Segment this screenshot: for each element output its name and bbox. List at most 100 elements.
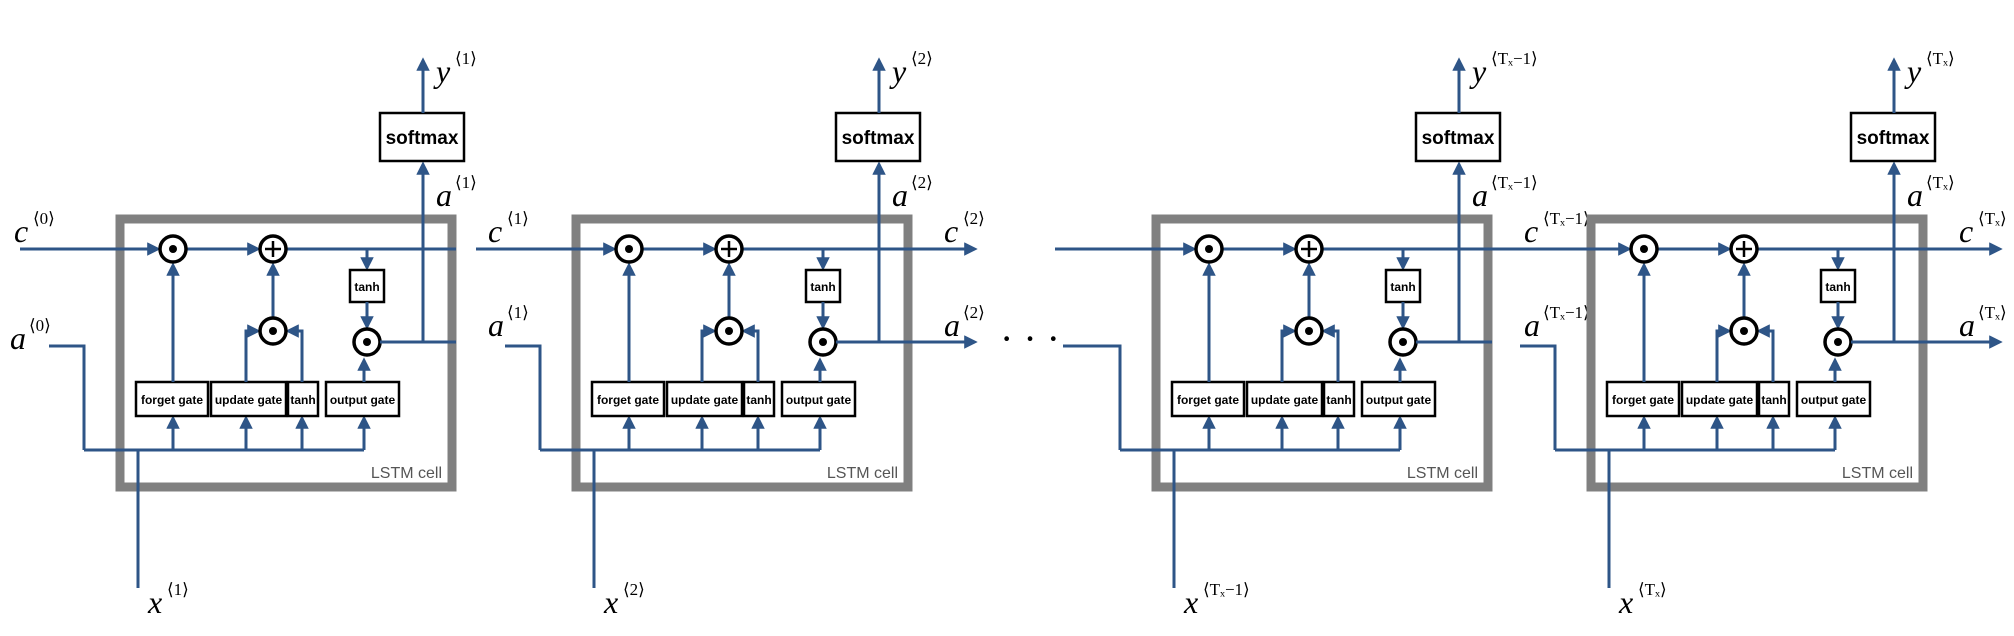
- output-gate-label: output gate: [786, 393, 852, 407]
- x-input-label-superscript: ⟨Tₓ⟩: [1638, 580, 1667, 599]
- output-gate-box: [780, 380, 857, 418]
- update-multiply-operator: [1729, 316, 1759, 346]
- update-gate-output-wire: [700, 324, 717, 382]
- cell-border: [1586, 214, 1928, 492]
- softmax-label: softmax: [1857, 128, 1930, 149]
- a-output-label-symbol: a: [488, 307, 504, 343]
- y-output-label: y⟨1⟩: [433, 49, 477, 89]
- a0-label-symbol: a: [10, 320, 26, 356]
- y-output-label-superscript: ⟨Tₓ⟩: [1926, 49, 1955, 68]
- x-input-label-superscript: ⟨1⟩: [167, 580, 189, 599]
- a0-label: a⟨0⟩: [10, 316, 51, 356]
- forget-multiply-operator: [1194, 234, 1224, 264]
- a-output-label-superscript: ⟨1⟩: [507, 303, 529, 322]
- tanh-gate-label: tanh: [1761, 393, 1786, 407]
- a-prev-wire: [1085, 344, 1122, 450]
- a-output-label: a⟨Tₓ−1⟩: [1524, 303, 1590, 343]
- y-output-label-superscript: ⟨Tₓ−1⟩: [1491, 49, 1538, 68]
- tanh-box-label: tanh: [1390, 280, 1415, 294]
- y-output-label: y⟨Tₓ−1⟩: [1469, 49, 1538, 89]
- a-output-label: a⟨2⟩: [944, 303, 985, 343]
- tanh-gate-output-wire: [1756, 324, 1775, 382]
- update-gate-box: [1245, 380, 1324, 418]
- forget-multiply-operator: [1629, 234, 1659, 264]
- c-output-label-superscript: ⟨Tₓ⟩: [1978, 209, 2007, 228]
- x-input-label-symbol: x: [1618, 584, 1633, 620]
- output-gate-label: output gate: [1801, 393, 1867, 407]
- output-multiply-operator: [1388, 327, 1418, 357]
- cell-label: LSTM cell: [1842, 465, 1913, 482]
- c-output-label: c ⟨Tₓ⟩: [1959, 209, 2007, 249]
- c-output-label-symbol: c: [488, 213, 502, 249]
- forget-multiply-operator-dot: [1640, 245, 1648, 253]
- ellipsis: · · ·: [1000, 316, 1060, 361]
- update-multiply-operator: [258, 316, 288, 346]
- a0-label-superscript: ⟨0⟩: [29, 316, 51, 335]
- cell-label: LSTM cell: [1407, 465, 1478, 482]
- c-output-label-superscript: ⟨1⟩: [507, 209, 529, 228]
- add-operator: [1294, 234, 1324, 264]
- a-prev-wire: [1520, 344, 1557, 450]
- x-input-label: x ⟨1⟩: [147, 580, 189, 620]
- softmax-label: softmax: [842, 128, 915, 149]
- update-gate-label: update gate: [1686, 393, 1754, 407]
- tanh-gate-box: [286, 380, 320, 418]
- tanh-gate-box: [1757, 380, 1791, 418]
- a-output-label: a⟨Tₓ⟩: [1959, 303, 2007, 343]
- y-output-label: y⟨Tₓ⟩: [1904, 49, 1955, 89]
- c-output-label: c⟨Tₓ−1⟩: [1524, 209, 1590, 249]
- softmax-label: softmax: [386, 128, 459, 149]
- update-multiply-operator-dot: [1740, 327, 1748, 335]
- y-output-label-symbol: y: [1904, 53, 1922, 89]
- forget-multiply-operator: [614, 234, 644, 264]
- c-output-label-symbol: c: [1959, 213, 1973, 249]
- output-gate-label: output gate: [1366, 393, 1432, 407]
- tanh-gate-label: tanh: [290, 393, 315, 407]
- a-up-label-symbol: a: [1472, 177, 1488, 213]
- x-input-label-superscript: ⟨2⟩: [623, 580, 645, 599]
- cell-label: LSTM cell: [827, 465, 898, 482]
- softmax-box: [378, 111, 466, 163]
- a-output-label: a⟨1⟩: [488, 303, 529, 343]
- update-multiply-operator-dot: [1305, 327, 1313, 335]
- c0-label-symbol: c: [14, 213, 28, 249]
- a-up-label: a⟨Tₓ⟩: [1907, 173, 1955, 213]
- c-output-label-superscript: ⟨2⟩: [963, 209, 985, 228]
- x-input-label: x ⟨Tₓ⟩: [1618, 580, 1667, 620]
- x-input-label: x⟨2⟩: [603, 580, 645, 620]
- update-gate-label: update gate: [215, 393, 283, 407]
- tanh-box: [348, 268, 386, 304]
- a-output-label-superscript: ⟨2⟩: [963, 303, 985, 322]
- update-gate-box: [1680, 380, 1759, 418]
- x-input-label-superscript: ⟨Tₓ−1⟩: [1203, 580, 1250, 599]
- a-up-label-symbol: a: [436, 177, 452, 213]
- a-output-label-symbol: a: [944, 307, 960, 343]
- cell-border: [115, 214, 457, 492]
- y-output-label: y⟨2⟩: [889, 49, 933, 89]
- add-operator: [1729, 234, 1759, 264]
- x-input-label-symbol: x: [147, 584, 162, 620]
- output-multiply-operator-dot: [1399, 338, 1407, 346]
- a-prev-wire: [505, 344, 542, 450]
- forget-gate-label: forget gate: [141, 393, 203, 407]
- forget-gate-box: [590, 380, 666, 418]
- forget-gate-label: forget gate: [1177, 393, 1239, 407]
- update-gate-label: update gate: [671, 393, 739, 407]
- softmax-box: [1414, 111, 1502, 163]
- output-multiply-operator-dot: [1834, 338, 1842, 346]
- update-multiply-operator-dot: [725, 327, 733, 335]
- x-input-label: x⟨Tₓ−1⟩: [1183, 580, 1250, 620]
- a-up-label-superscript: ⟨2⟩: [911, 173, 933, 192]
- c0-label-superscript: ⟨0⟩: [33, 209, 55, 228]
- a-up-label-superscript: ⟨Tₓ⟩: [1926, 173, 1955, 192]
- y-output-label-superscript: ⟨2⟩: [911, 49, 933, 68]
- y-output-label-symbol: y: [1469, 53, 1487, 89]
- output-multiply-operator: [352, 327, 382, 357]
- output-multiply-operator: [808, 327, 838, 357]
- a-output-label-symbol: a: [1524, 307, 1540, 343]
- tanh-gate-box: [1322, 380, 1356, 418]
- forget-multiply-operator-dot: [1205, 245, 1213, 253]
